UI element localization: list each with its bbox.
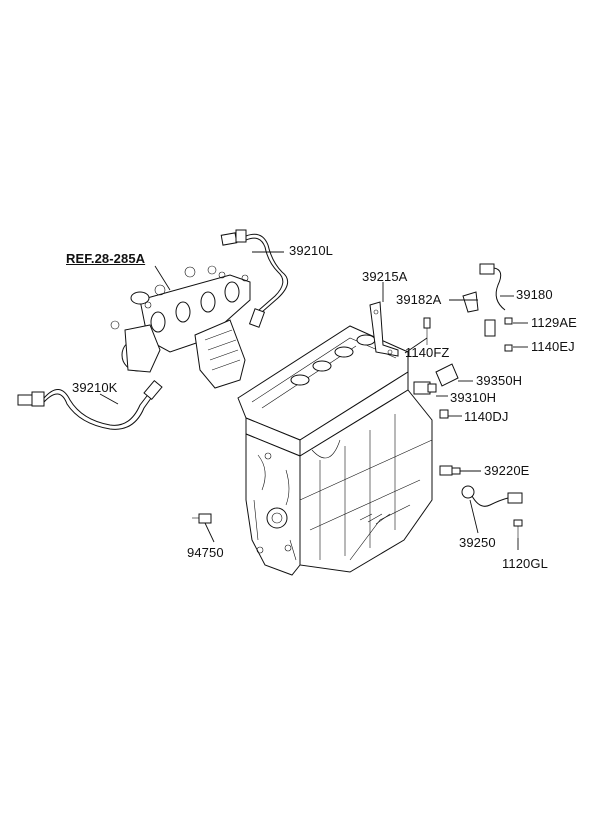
leader-lines	[99, 251, 528, 550]
oxygen-sensor-upper	[220, 229, 289, 328]
part-label-39350H: 39350H	[476, 373, 523, 388]
part-label-1140DJ: 1140DJ	[464, 409, 509, 424]
sensors-right	[192, 263, 523, 538]
engine-block	[237, 325, 433, 576]
part-label-39180: 39180	[516, 287, 553, 302]
part-label-39250: 39250	[459, 535, 496, 550]
part-label-94750: 94750	[187, 545, 224, 560]
reference-label: REF.28-285A	[66, 251, 146, 266]
part-label-1140EJ: 1140EJ	[531, 339, 575, 354]
part-label-39220E: 39220E	[484, 463, 530, 478]
part-label-1120GL: 1120GL	[502, 556, 548, 571]
part-label-39210L: 39210L	[289, 243, 333, 258]
part-label-39215A: 39215A	[362, 269, 408, 284]
part-label-39310H: 39310H	[450, 390, 497, 405]
exhaust-manifold	[110, 265, 251, 389]
part-label-39210K: 39210K	[72, 380, 118, 395]
part-label-1129AE: 1129AE	[531, 315, 577, 330]
part-label-1140FZ: 1140FZ	[405, 345, 450, 360]
part-label-39182A: 39182A	[396, 292, 442, 307]
oxygen-sensor-lower	[17, 379, 163, 430]
